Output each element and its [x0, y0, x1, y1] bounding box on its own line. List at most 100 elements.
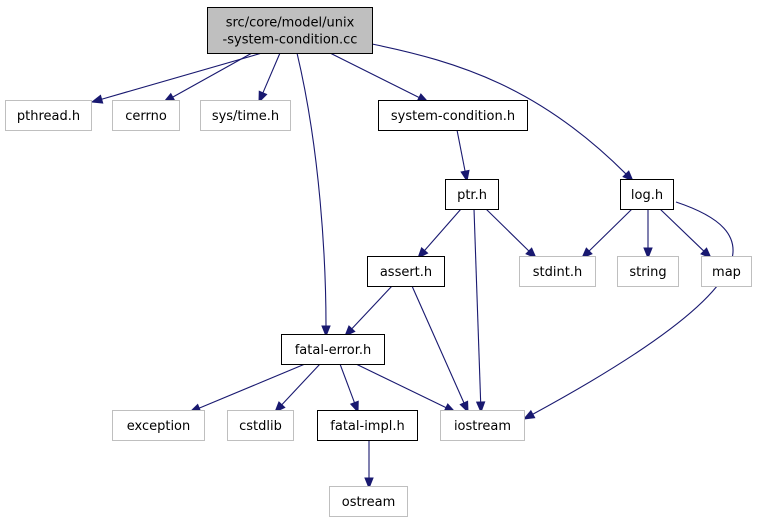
edge-root-to-log	[371, 43, 634, 182]
node-root: src/core/model/unix-system-condition.cc	[207, 7, 373, 54]
edge-log-to-map	[659, 208, 712, 259]
node-syscond[interactable]: system-condition.h	[378, 100, 528, 131]
arrowhead	[581, 247, 593, 259]
node-stdint[interactable]: stdint.h	[519, 256, 596, 287]
node-box	[227, 410, 294, 441]
arrowhead	[522, 409, 536, 420]
node-box	[617, 256, 679, 287]
node-label: cstdlib	[239, 419, 282, 434]
arrowhead	[417, 246, 429, 260]
arrowhead	[258, 90, 268, 104]
edge-line	[371, 43, 627, 175]
node-box	[440, 410, 525, 441]
node-map[interactable]: map	[701, 256, 752, 287]
node-box	[519, 256, 596, 287]
edge-root-to-syscond	[329, 52, 430, 103]
arrowhead	[321, 325, 331, 338]
edge-fatalerror-to-exception	[188, 363, 306, 413]
node-box	[620, 179, 674, 210]
node-box	[281, 334, 385, 365]
edge-line	[588, 208, 633, 252]
edge-fatalerror-to-iostream	[355, 363, 457, 413]
node-box	[317, 410, 418, 441]
arrowhead	[622, 170, 634, 182]
node-box	[207, 7, 373, 54]
node-ptr[interactable]: ptr.h	[445, 179, 499, 210]
edge-line	[351, 285, 393, 330]
arrowhead	[364, 477, 374, 490]
node-iostream[interactable]: iostream	[440, 410, 525, 441]
edge-line	[339, 363, 356, 403]
node-label: iostream	[454, 419, 511, 434]
edge-line	[329, 52, 420, 99]
edge-root-to-systime	[258, 52, 281, 104]
node-label: log.h	[631, 188, 663, 203]
node-label: fatal-impl.h	[330, 419, 404, 434]
edge-line	[355, 363, 447, 409]
node-box	[367, 256, 445, 287]
edge-log-to-iostream	[522, 201, 734, 420]
edge-syscond-to-ptr	[456, 129, 470, 183]
edge-line	[101, 52, 263, 100]
node-box	[378, 100, 528, 131]
arrowhead	[643, 247, 653, 260]
node-string[interactable]: string	[617, 256, 679, 287]
node-log[interactable]: log.h	[620, 179, 674, 210]
node-systime[interactable]: sys/time.h	[200, 100, 291, 131]
edge-line	[532, 201, 734, 415]
arrowhead	[274, 401, 286, 413]
node-label: -system-condition.cc	[223, 33, 358, 48]
edge-line	[172, 52, 253, 98]
node-box	[329, 486, 408, 517]
node-label: sys/time.h	[212, 109, 279, 124]
node-ostream[interactable]: ostream	[329, 486, 408, 517]
edge-line	[456, 129, 466, 172]
edge-root-to-fatalerror	[296, 52, 331, 338]
node-box	[445, 179, 499, 210]
edge-line	[424, 208, 462, 251]
node-cstdlib[interactable]: cstdlib	[227, 410, 294, 441]
node-box	[5, 100, 92, 131]
node-cerrno[interactable]: cerrno	[112, 100, 180, 131]
node-fatalerror[interactable]: fatal-error.h	[281, 334, 385, 365]
edge-log-to-string	[643, 209, 653, 260]
edge-line	[262, 52, 281, 94]
arrowhead	[459, 400, 469, 414]
node-fatalimpl[interactable]: fatal-impl.h	[317, 410, 418, 441]
node-label: stdint.h	[533, 265, 582, 280]
edge-line	[199, 363, 306, 409]
node-label: system-condition.h	[391, 109, 515, 124]
node-pthread[interactable]: pthread.h	[5, 100, 92, 131]
node-label: exception	[127, 419, 191, 434]
edge-line	[659, 208, 705, 252]
edge-fatalerror-to-cstdlib	[274, 363, 321, 413]
arrowhead	[525, 247, 537, 259]
node-box	[200, 100, 291, 131]
arrowhead	[460, 169, 470, 183]
node-assert[interactable]: assert.h	[367, 256, 445, 287]
arrowhead	[90, 94, 104, 104]
edge-log-to-stdint	[581, 208, 633, 259]
node-label: ptr.h	[457, 188, 487, 203]
edge-ptr-to-stdint	[485, 208, 537, 259]
edge-line	[485, 208, 530, 252]
node-label: map	[712, 265, 741, 280]
edge-assert-to-fatalerror	[344, 285, 393, 337]
node-label: assert.h	[380, 265, 432, 280]
edge-fatalimpl-to-ostream	[364, 440, 374, 490]
edge-line	[473, 208, 482, 403]
node-box	[701, 256, 752, 287]
edge-assert-to-iostream	[411, 285, 469, 414]
node-exception[interactable]: exception	[112, 410, 205, 441]
node-label: string	[629, 265, 666, 280]
node-box	[112, 100, 180, 131]
nodes-layer: src/core/model/unix-system-condition.cc p…	[5, 7, 752, 517]
edge-line	[281, 363, 321, 406]
edge-line	[411, 285, 465, 404]
arrowhead	[475, 401, 486, 414]
node-label: cerrno	[125, 109, 167, 124]
arrowhead	[349, 400, 359, 414]
edge-line	[296, 52, 327, 327]
edges-layer	[90, 43, 734, 490]
edge-ptr-to-iostream	[473, 208, 486, 414]
